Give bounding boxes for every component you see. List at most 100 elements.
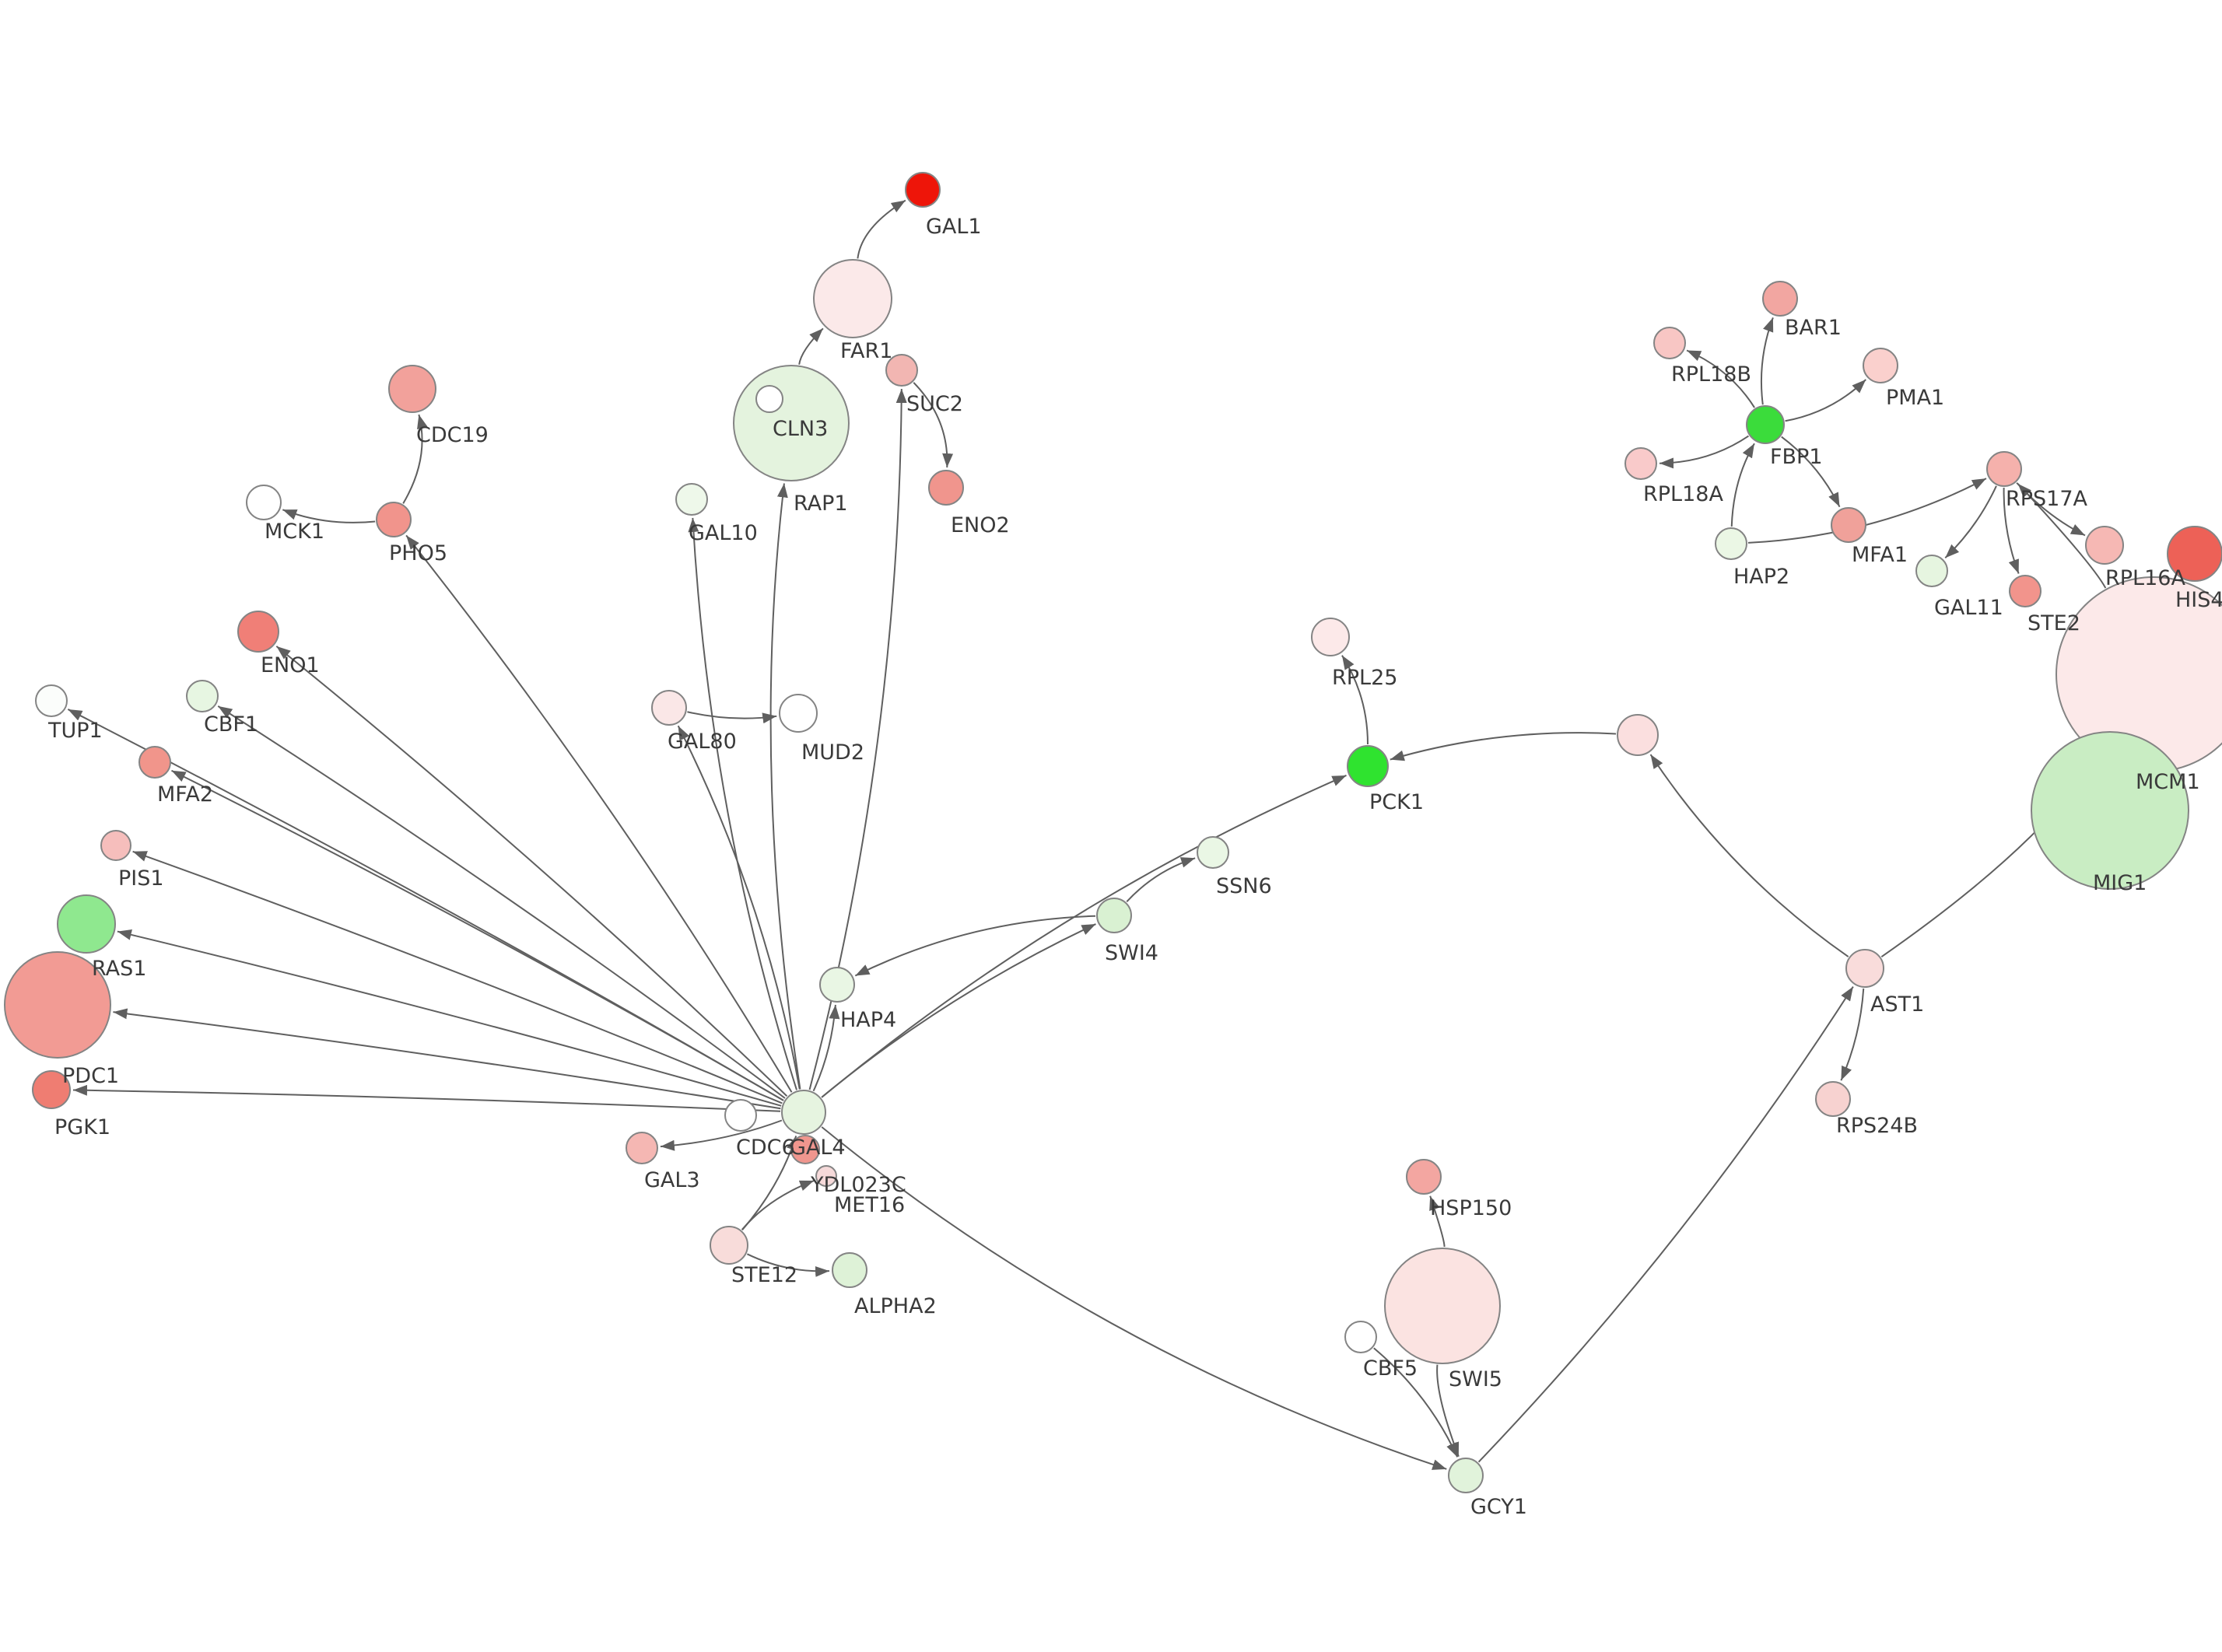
- edge-GAL4-PGK1[interactable]: [72, 1084, 781, 1112]
- edge-GAL4-RAS1[interactable]: [117, 929, 782, 1107]
- node-PHO5[interactable]: [376, 502, 412, 537]
- edge-FBP1-PMA1[interactable]: [1785, 379, 1866, 422]
- edge-GAL80-MUD2[interactable]: [687, 711, 777, 724]
- edge-NODE_X-PCK1[interactable]: [1390, 732, 1617, 761]
- edge-GAL4-PIS1[interactable]: [132, 850, 783, 1104]
- node-PCK1[interactable]: [1347, 745, 1389, 787]
- node-RAS1[interactable]: [57, 894, 116, 954]
- edge-GAL4-MFA2[interactable]: [171, 769, 784, 1101]
- edge-GAL4-GCY1[interactable]: [821, 1126, 1447, 1470]
- node-HAP2[interactable]: [1715, 527, 1747, 560]
- node-HIS4[interactable]: [2167, 526, 2222, 582]
- node-RPL16A[interactable]: [2085, 526, 2124, 565]
- edge-CBF5-GCY1[interactable]: [1373, 1347, 1459, 1458]
- node-TUP1[interactable]: [35, 684, 68, 717]
- node-ALPHA2[interactable]: [832, 1252, 867, 1288]
- edge-PHO5-MCK1[interactable]: [282, 509, 376, 523]
- edge-STE12-MET16[interactable]: [741, 1180, 815, 1230]
- node-ENO2[interactable]: [928, 470, 964, 506]
- edge-GAL4-ENO1[interactable]: [275, 646, 788, 1097]
- node-GAL4[interactable]: [781, 1090, 826, 1135]
- node-ENO1[interactable]: [237, 611, 279, 653]
- node-SWI4[interactable]: [1096, 898, 1132, 933]
- node-MCK1[interactable]: [246, 485, 282, 520]
- edge-CLN3-FAR1[interactable]: [798, 327, 824, 365]
- node-GAL3[interactable]: [626, 1132, 658, 1164]
- node-label-RPL18A: RPL18A: [1643, 482, 1723, 506]
- edge-GAL4-GAL3[interactable]: [660, 1119, 783, 1151]
- edge-FBP1-MFA1[interactable]: [1781, 436, 1841, 508]
- node-RPS24B[interactable]: [1815, 1081, 1851, 1117]
- node-HAP4[interactable]: [819, 967, 855, 1003]
- edge-GAL4-PCK1[interactable]: [821, 775, 1347, 1098]
- node-GAL10[interactable]: [675, 483, 708, 516]
- edge-SWI4-HAP4[interactable]: [854, 915, 1096, 977]
- node-AST1[interactable]: [1845, 949, 1884, 988]
- node-SWI5[interactable]: [1384, 1248, 1501, 1364]
- edge-RPS17A-GAL11[interactable]: [1944, 485, 1997, 559]
- node-CBF5[interactable]: [1344, 1321, 1377, 1353]
- edge-HAP2-FBP1[interactable]: [1730, 443, 1755, 527]
- node-SUC2[interactable]: [885, 354, 918, 387]
- edge-GCY1-AST1[interactable]: [1477, 986, 1854, 1463]
- edge-GAL4-HAP4[interactable]: [812, 1004, 840, 1092]
- node-NODE_X[interactable]: [1617, 714, 1659, 756]
- node-GAL1[interactable]: [905, 172, 941, 208]
- node-FAR1[interactable]: [813, 259, 892, 338]
- node-MIG1[interactable]: [2031, 731, 2189, 890]
- node-PGK1[interactable]: [32, 1070, 71, 1109]
- node-MFA1[interactable]: [1831, 507, 1866, 543]
- edge-SUC2-ENO2[interactable]: [913, 382, 954, 468]
- node-GAL11[interactable]: [1915, 555, 1948, 587]
- node-GCY1[interactable]: [1448, 1458, 1484, 1493]
- node-CDC6[interactable]: [724, 1099, 757, 1132]
- node-RPL25[interactable]: [1311, 618, 1350, 656]
- edge-AST1-RPS24B[interactable]: [1840, 988, 1865, 1081]
- node-STE12[interactable]: [710, 1226, 748, 1265]
- edge-FBP1-RPL18A[interactable]: [1659, 435, 1749, 469]
- edge-PHO5-CDC19[interactable]: [402, 414, 428, 504]
- edge-SWI4-SSN6[interactable]: [1126, 857, 1196, 903]
- edge-STE12-ALPHA2[interactable]: [746, 1253, 830, 1277]
- edge-FBP1-BAR1[interactable]: [1760, 317, 1774, 405]
- edge-GAL4-CBF1[interactable]: [217, 705, 786, 1099]
- node-RPL18A[interactable]: [1624, 447, 1657, 480]
- edge-GAL4-TUP1[interactable]: [67, 709, 784, 1101]
- node-MUD2[interactable]: [779, 694, 818, 733]
- edge-HAP2-RPS17A[interactable]: [1747, 478, 1987, 544]
- edge-FAR1-GAL1[interactable]: [857, 199, 906, 259]
- edge-GAL4-GAL10[interactable]: [688, 517, 797, 1090]
- edge-PCK1-RPL25[interactable]: [1341, 655, 1369, 745]
- node-label-MFA2: MFA2: [157, 782, 213, 807]
- edge-RPS17A-STE2[interactable]: [2003, 487, 2020, 574]
- node-YDL023C[interactable]: [790, 1135, 820, 1164]
- edge-GAL4-PHO5[interactable]: [405, 534, 793, 1093]
- node-BAR1[interactable]: [1762, 281, 1798, 317]
- edge-MCM1-RPS17A[interactable]: [2017, 483, 2107, 589]
- edge-GAL4-CLN3[interactable]: [769, 483, 801, 1090]
- edge-AST1-NODE_X[interactable]: [1649, 754, 1849, 957]
- edge-SWI5-HSP150[interactable]: [1429, 1195, 1446, 1248]
- node-STE2[interactable]: [2009, 575, 2042, 607]
- node-PIS1[interactable]: [100, 830, 131, 861]
- edge-FBP1-RPL18B[interactable]: [1686, 349, 1755, 408]
- node-CDC19[interactable]: [388, 365, 436, 413]
- node-HSP150[interactable]: [1406, 1159, 1442, 1195]
- node-MFA2[interactable]: [138, 746, 171, 779]
- node-SSN6[interactable]: [1197, 836, 1229, 869]
- edge-GAL4-GAL80[interactable]: [677, 725, 801, 1090]
- node-PDC1[interactable]: [4, 951, 111, 1059]
- node-RAP1[interactable]: [755, 385, 783, 413]
- node-CBF1[interactable]: [186, 680, 219, 712]
- node-PMA1[interactable]: [1863, 348, 1898, 383]
- node-GAL80[interactable]: [651, 690, 687, 726]
- node-RPL18B[interactable]: [1653, 327, 1686, 359]
- node-label-PCK1: PCK1: [1369, 790, 1424, 814]
- edge-GAL4-PDC1[interactable]: [113, 1008, 781, 1110]
- node-label-RAS1: RAS1: [92, 957, 146, 981]
- node-MET16[interactable]: [815, 1165, 837, 1187]
- node-RPS17A[interactable]: [1986, 451, 2022, 487]
- node-FBP1[interactable]: [1746, 405, 1785, 444]
